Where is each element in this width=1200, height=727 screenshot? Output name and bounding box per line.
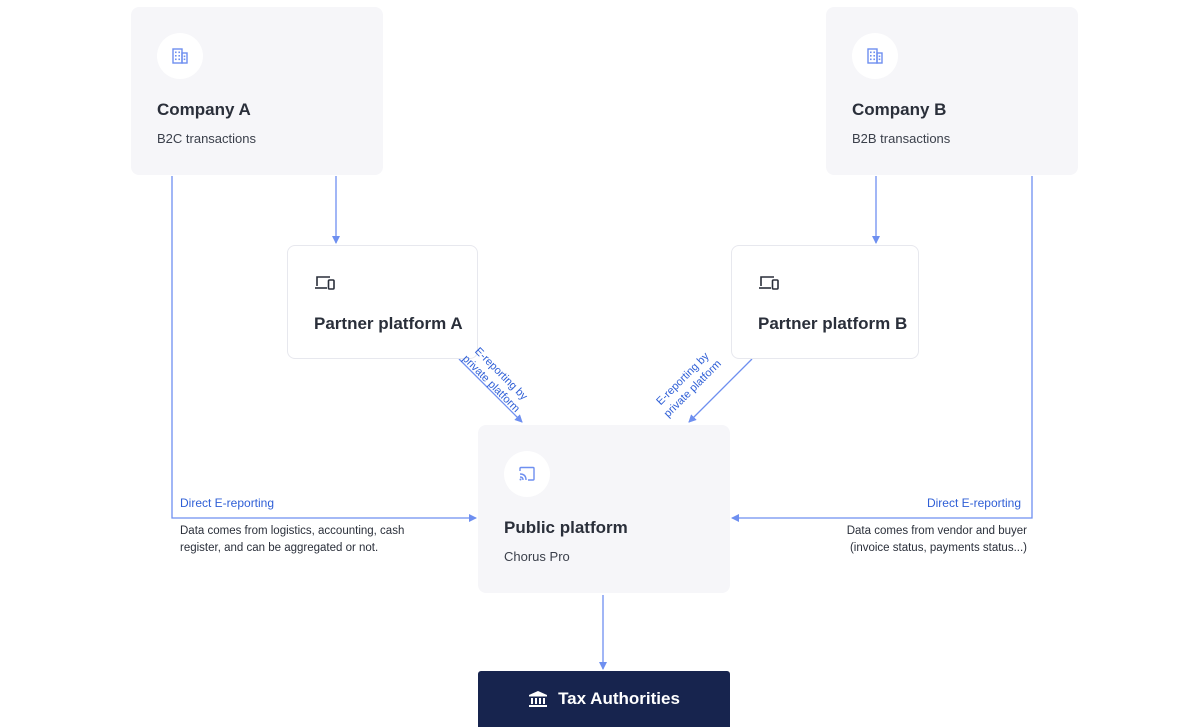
company-b-subtitle: B2B transactions: [852, 131, 951, 146]
arrow-company-b-direct: [731, 176, 1033, 522]
cast-icon: [519, 466, 535, 481]
arrow-company-a-direct: [171, 176, 477, 522]
company-b-card: Company B B2B transactions: [826, 7, 1078, 175]
devices-icon: [315, 276, 335, 290]
public-platform-card: Public platform Chorus Pro: [478, 425, 730, 593]
left-note-line2: register, and can be aggregated or not.: [180, 542, 379, 554]
partner-b-card: Partner platform B: [731, 245, 919, 359]
left-direct-label: Direct E-reporting: [180, 496, 275, 510]
company-b-icon-circle: [852, 33, 898, 79]
right-direct-label: Direct E-reporting: [926, 496, 1021, 510]
partner-b-title: Partner platform B: [758, 314, 908, 333]
arrow-partner-b-to-public: [688, 358, 753, 423]
company-a-icon-circle: [157, 33, 203, 79]
arrow-partner-a-to-public: [458, 358, 523, 423]
partner-a-title: Partner platform A: [314, 314, 463, 333]
company-a-subtitle: B2C transactions: [157, 131, 256, 146]
building-icon: [867, 48, 883, 64]
tax-authorities-title: Tax Authorities: [558, 689, 680, 708]
company-b-title: Company B: [852, 100, 947, 119]
right-note-line2: (invoice status, payments status...): [849, 542, 1027, 554]
partner-a-card: Partner platform A: [287, 245, 478, 359]
right-note-line1: Data comes from vendor and buyer: [846, 525, 1027, 537]
left-note-line1: Data comes from logistics, accounting, c…: [180, 525, 405, 537]
bank-icon: [529, 691, 548, 707]
public-platform-icon-circle: [504, 451, 550, 497]
devices-icon: [759, 276, 779, 290]
public-platform-subtitle: Chorus Pro: [504, 549, 570, 564]
tax-authorities-box: Tax Authorities: [478, 671, 730, 727]
public-platform-title: Public platform: [504, 518, 628, 537]
company-a-card: Company A B2C transactions: [131, 7, 383, 175]
company-a-title: Company A: [157, 100, 251, 119]
building-icon: [172, 48, 188, 64]
